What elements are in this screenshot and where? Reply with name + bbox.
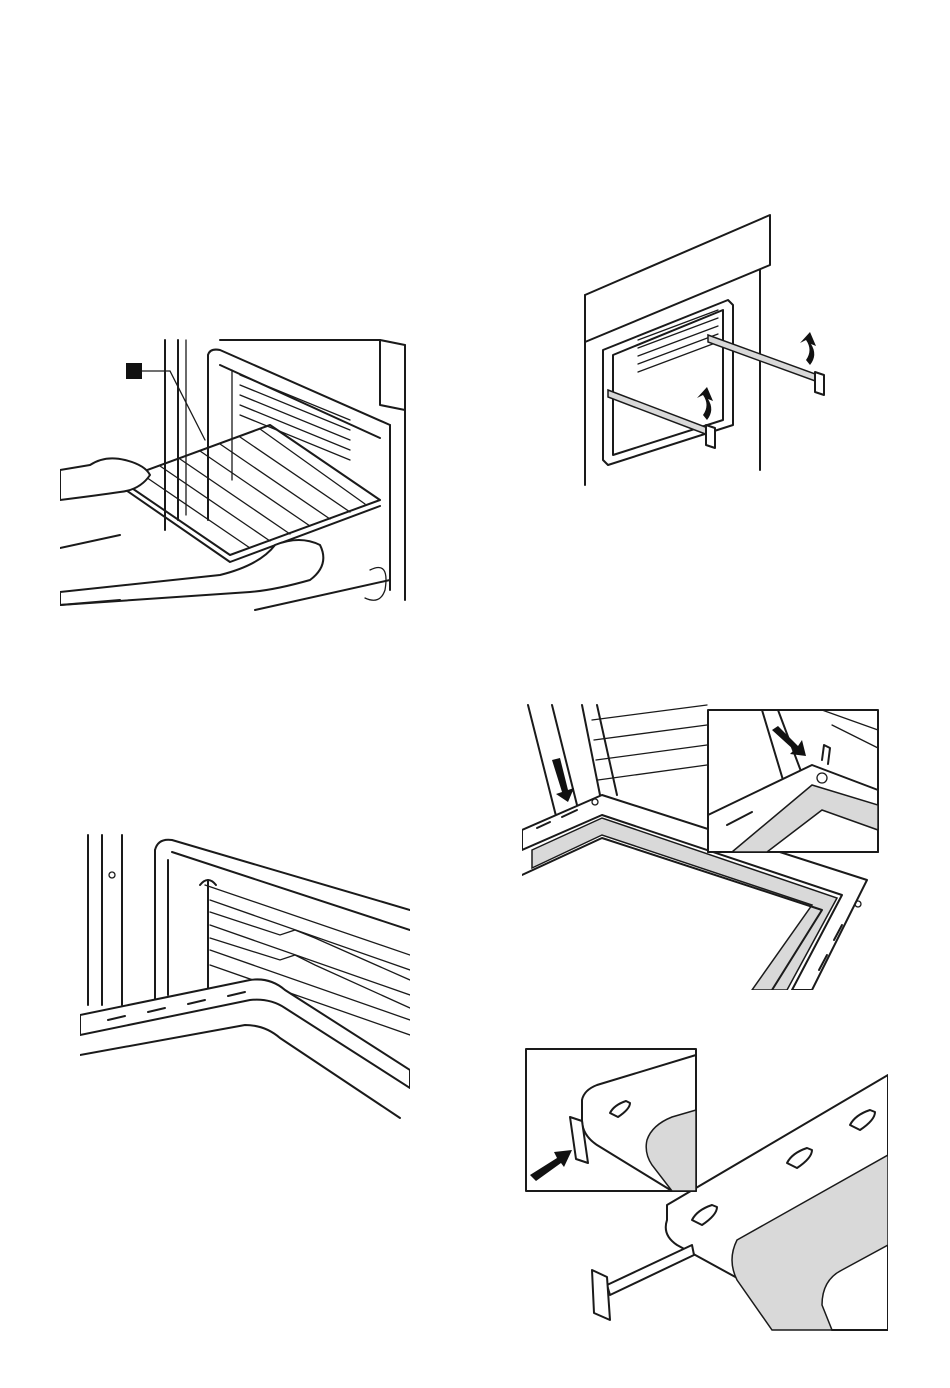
oven-side-racks-closeup-illustration [80, 830, 410, 1120]
label-marker-square [126, 363, 142, 379]
curved-arrow-icon [800, 332, 816, 365]
curved-arrow-icon [697, 387, 713, 420]
tray-insertion-with-detail-illustration [522, 700, 884, 990]
tray-runner-detail-illustration [522, 1045, 888, 1335]
oven-wire-rack-insertion-illustration [60, 330, 430, 620]
oven-telescopic-rails-illustration [578, 210, 828, 490]
